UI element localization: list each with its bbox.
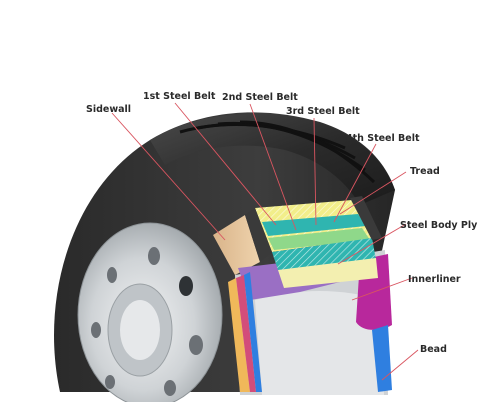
label-2nd-steel-belt: 2nd Steel Belt bbox=[222, 92, 298, 103]
leader-innerliner bbox=[351, 277, 413, 301]
label-1st-steel-belt: 1st Steel Belt bbox=[143, 91, 216, 102]
label-sidewall: Sidewall bbox=[86, 104, 131, 115]
leader-belt4 bbox=[333, 143, 377, 223]
label-innerliner: Innerliner bbox=[408, 274, 461, 285]
labels: Sidewall 1st Steel Belt 2nd Steel Belt 3… bbox=[86, 91, 478, 355]
leader-sidewall bbox=[111, 112, 226, 241]
leader-belt3 bbox=[313, 117, 317, 226]
label-3rd-steel-belt: 3rd Steel Belt bbox=[286, 106, 360, 117]
leader-bead bbox=[381, 349, 419, 381]
leader-belt1 bbox=[174, 102, 277, 226]
tire-cross-section bbox=[213, 196, 392, 395]
leader-belt2 bbox=[249, 103, 297, 231]
label-tread: Tread bbox=[410, 166, 440, 177]
wheel-rim bbox=[77, 222, 223, 402]
leader-lines bbox=[111, 102, 419, 381]
leader-body-ply bbox=[337, 223, 407, 265]
label-4th-steel-belt: 4th Steel Belt bbox=[346, 133, 420, 144]
leader-tread bbox=[339, 171, 407, 215]
label-steel-body-ply: Steel Body Ply bbox=[400, 220, 478, 231]
label-bead: Bead bbox=[420, 344, 447, 355]
